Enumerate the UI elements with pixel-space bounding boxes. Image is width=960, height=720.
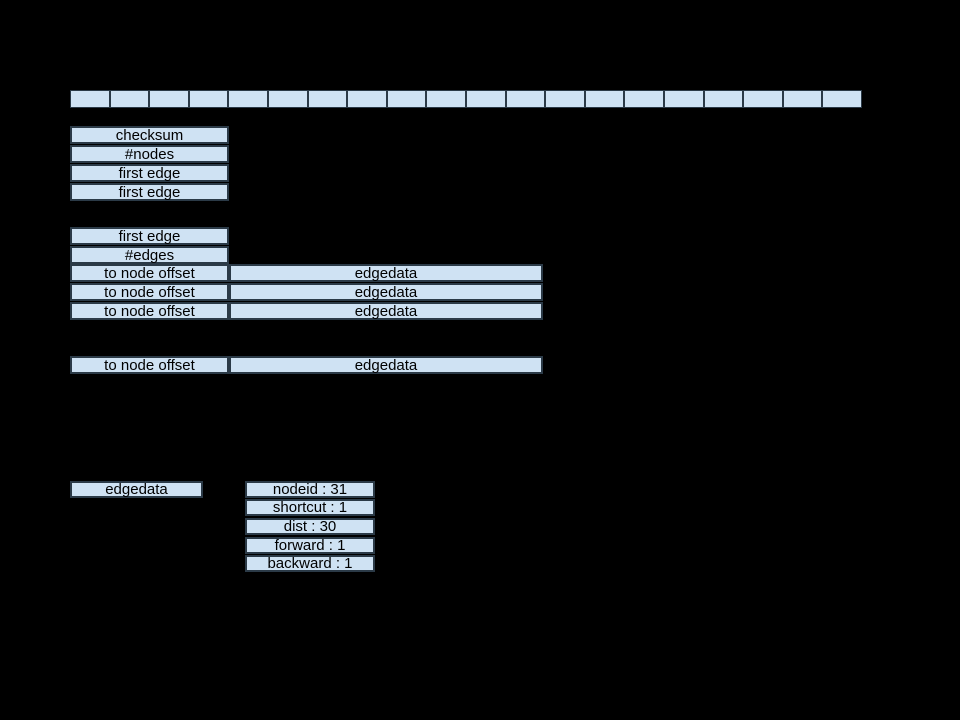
box-num-nodes: #nodes xyxy=(70,145,229,163)
ruler-cell xyxy=(70,90,110,108)
ruler-cell xyxy=(545,90,585,108)
ruler-cell xyxy=(465,90,506,108)
ruler-cell xyxy=(743,90,783,108)
ruler-cell xyxy=(584,90,625,108)
ruler-cell xyxy=(505,90,546,108)
box-field-shortcut: shortcut : 1 xyxy=(245,499,375,516)
ruler-cell xyxy=(267,90,308,108)
ruler-cell xyxy=(822,90,862,108)
box-to-node-offset-3: to node offset xyxy=(70,302,229,320)
box-first-edge-3: first edge xyxy=(70,227,229,245)
box-to-node-offset-1: to node offset xyxy=(70,264,229,282)
ruler-cell xyxy=(149,90,189,108)
box-to-node-offset-4: to node offset xyxy=(70,356,229,374)
box-field-forward: forward : 1 xyxy=(245,537,375,554)
box-edgedata-4: edgedata xyxy=(229,356,543,374)
box-field-nodeid: nodeid : 31 xyxy=(245,481,375,498)
box-num-edges: #edges xyxy=(70,246,229,264)
box-field-backward: backward : 1 xyxy=(245,555,375,572)
ruler-cell xyxy=(386,90,427,108)
box-edgedata-1: edgedata xyxy=(229,264,543,282)
ruler-cell xyxy=(228,90,268,108)
ruler-cell xyxy=(307,90,348,108)
box-edgedata-3: edgedata xyxy=(229,302,543,320)
bit-ruler xyxy=(70,90,862,108)
ruler-cell xyxy=(624,90,664,108)
box-edgedata-sample: edgedata xyxy=(70,481,203,498)
ruler-cell xyxy=(188,90,229,108)
ruler-cell xyxy=(703,90,744,108)
box-first-edge-1: first edge xyxy=(70,164,229,182)
ruler-cell xyxy=(347,90,387,108)
ruler-cell xyxy=(663,90,704,108)
ruler-cell xyxy=(109,90,150,108)
box-edgedata-2: edgedata xyxy=(229,283,543,301)
ruler-cell xyxy=(426,90,466,108)
ruler-cell xyxy=(782,90,823,108)
box-to-node-offset-2: to node offset xyxy=(70,283,229,301)
box-field-dist: dist : 30 xyxy=(245,518,375,535)
box-first-edge-2: first edge xyxy=(70,183,229,201)
box-checksum: checksum xyxy=(70,126,229,144)
